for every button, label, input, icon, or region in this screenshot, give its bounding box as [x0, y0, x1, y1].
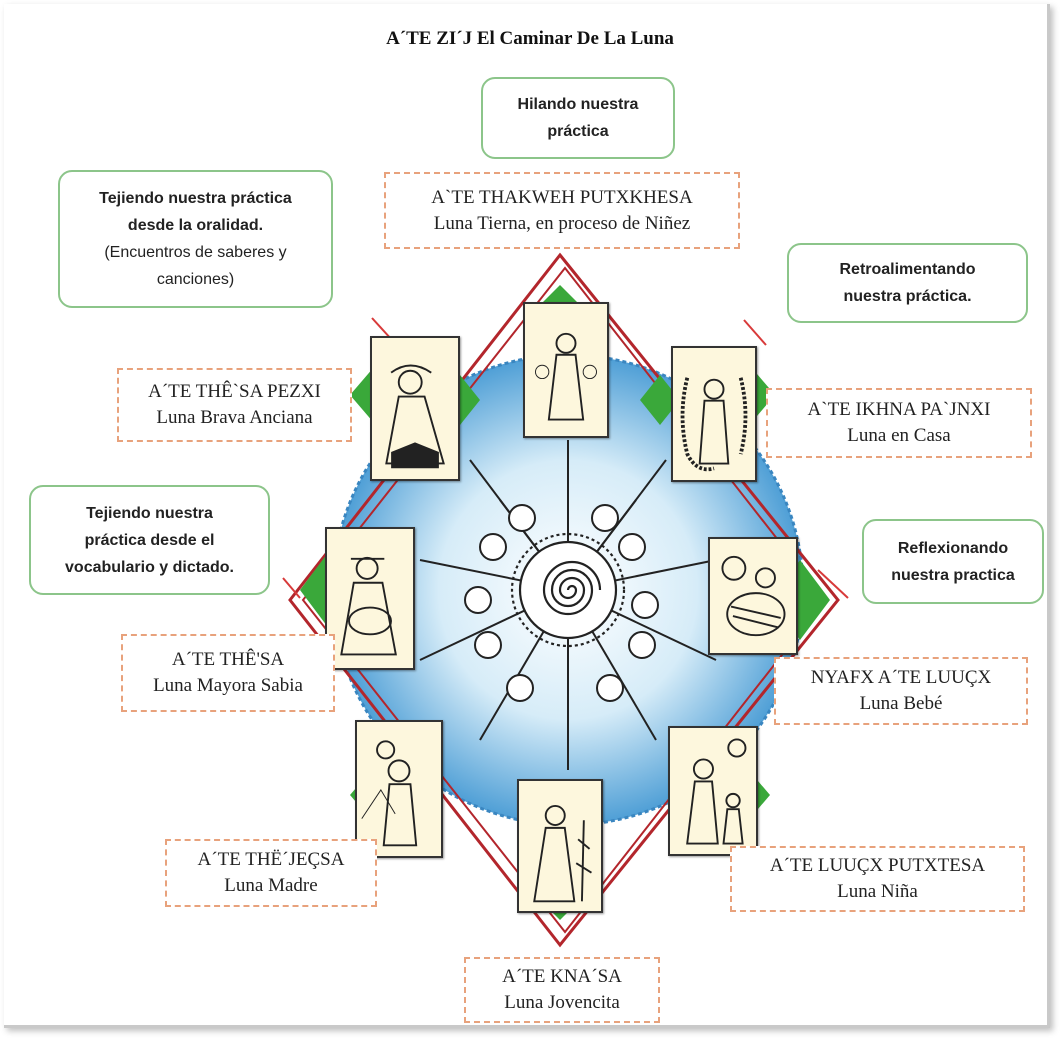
diagram-title: A´TE ZI´J El Caminar De La Luna — [386, 28, 674, 49]
card-luna-madre — [355, 720, 443, 858]
moon-name: NYAFX A´TE LUUÇX — [810, 667, 992, 688]
center-spiral — [510, 532, 626, 648]
moon-name: A`TE THAKWEH PUTXKHESA — [431, 186, 693, 208]
image-frame — [4, 4, 1050, 1028]
moon-meaning: Luna Jovencita — [504, 992, 620, 1013]
elder-woman-icon — [385, 364, 445, 469]
box-hilando-practica: Hilando nuestra práctica — [481, 77, 675, 159]
moon-name: A´TE THÊ'SA — [171, 649, 285, 670]
young-woman-icon — [533, 805, 592, 903]
moon-name: A´TE THÊ`SA PEZXI — [148, 381, 321, 402]
moon-meaning: Luna Tierna, en proceso de Niñez — [433, 212, 691, 234]
label-luna-casa: A`TE IKHNA PA`JNXI Luna en Casa — [766, 388, 1032, 458]
card-luna-brava — [370, 336, 460, 481]
card-luna-mayora — [325, 527, 415, 670]
box-line: Retroalimentando — [839, 261, 976, 278]
swaddled-baby-icon — [721, 555, 786, 637]
box-oralidad: Tejiendo nuestra práctica desde la orali… — [58, 170, 333, 308]
label-luna-brava: A´TE THÊ`SA PEZXI Luna Brava Anciana — [117, 368, 352, 442]
label-luna-madre: A´TE THË´JEÇSA Luna Madre — [165, 839, 377, 907]
moon-meaning: Luna Niña — [837, 881, 918, 902]
box-line: Hilando nuestra — [517, 96, 639, 113]
diamond-frame — [288, 252, 840, 948]
card-luna-nina — [668, 726, 758, 856]
label-luna-mayora: A´TE THÊ'SA Luna Mayora Sabia — [121, 634, 335, 712]
box-line: nuestra practica — [891, 566, 1015, 584]
moon-meaning: Luna Bebé — [859, 693, 943, 714]
box-retroalimentando: Retroalimentando nuestra práctica. — [787, 243, 1028, 323]
mother-figure-icon — [361, 740, 418, 847]
box-line: nuestra práctica. — [843, 288, 972, 305]
label-luna-nina: A´TE LUUÇX PUTXTESA Luna Niña — [730, 846, 1025, 912]
label-luna-tierna: A`TE THAKWEH PUTXKHESA Luna Tierna, en p… — [384, 172, 740, 249]
box-line: Tejiendo nuestra práctica — [99, 190, 292, 207]
moon-phases — [464, 504, 659, 702]
box-line: práctica desde el — [84, 531, 215, 549]
weaver-woman-icon — [340, 556, 397, 656]
box-line: práctica — [547, 123, 609, 140]
box-note-line: (Encuentros de saberes y — [104, 244, 287, 261]
moon-name: A´TE KNA´SA — [502, 966, 622, 987]
card-luna-jovencita — [517, 779, 603, 913]
box-line: vocabulario y dictado. — [65, 558, 234, 576]
label-luna-bebe: NYAFX A´TE LUUÇX Luna Bebé — [774, 657, 1028, 725]
girl-figure-icon — [535, 332, 597, 421]
woman-serpent-icon — [680, 377, 748, 472]
box-reflexionando: Reflexionando nuestra practica — [862, 519, 1044, 604]
girl-with-child-icon — [686, 738, 747, 845]
moon-name: A`TE IKHNA PA`JNXI — [807, 399, 991, 420]
moon-meaning: Luna en Casa — [847, 425, 951, 446]
box-line: Tejiendo nuestra — [86, 504, 213, 522]
box-line: Reflexionando — [897, 539, 1009, 557]
moon-meaning: Luna Madre — [224, 875, 318, 896]
label-luna-jovencita: A´TE KNA´SA Luna Jovencita — [464, 957, 660, 1023]
box-line: desde la oralidad. — [127, 217, 264, 234]
card-luna-tierna — [523, 302, 609, 438]
box-note-line: canciones) — [156, 271, 235, 288]
moon-meaning: Luna Brava Anciana — [156, 407, 313, 428]
card-luna-casa — [671, 346, 757, 482]
card-luna-bebe — [708, 537, 798, 655]
moon-meaning: Luna Mayora Sabia — [153, 675, 303, 696]
moon-name: A´TE THË´JEÇSA — [197, 849, 345, 870]
box-vocabulario: Tejiendo nuestra práctica desde el vocab… — [29, 485, 270, 595]
moon-name: A´TE LUUÇX PUTXTESA — [769, 855, 986, 876]
